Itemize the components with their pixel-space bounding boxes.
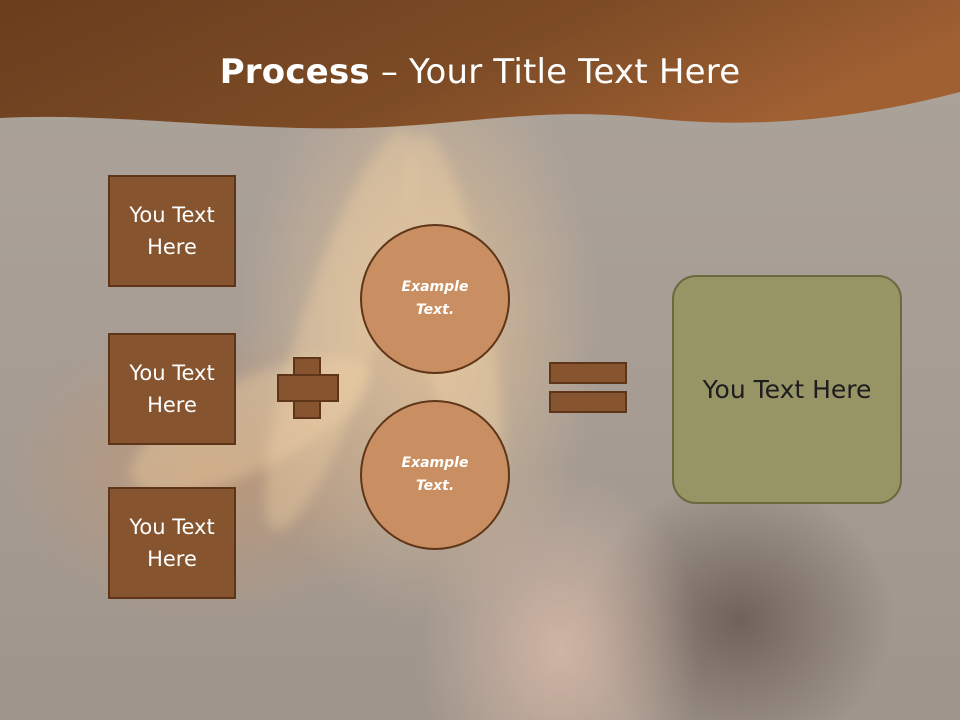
left-box-2[interactable]: You Text Here [108, 333, 236, 445]
left-box-3[interactable]: You Text Here [108, 487, 236, 599]
page-title: Process – Your Title Text Here [0, 52, 960, 92]
circle-label: Example Text. [401, 455, 469, 494]
header-band [0, 0, 960, 129]
title-rest: – Your Title Text Here [369, 52, 741, 92]
left-box-label: You Text Here [129, 515, 215, 571]
left-box-label: You Text Here [129, 361, 215, 417]
title-bold: Process [219, 52, 370, 92]
circle-2[interactable]: Example Text. [360, 400, 510, 550]
result-label: You Text Here [702, 375, 872, 404]
circle-label: Example Text. [401, 279, 469, 318]
circle-1[interactable]: Example Text. [360, 224, 510, 374]
left-box-label: You Text Here [129, 203, 215, 259]
result-box[interactable]: You Text Here [672, 275, 902, 504]
left-box-1[interactable]: You Text Here [108, 175, 236, 287]
